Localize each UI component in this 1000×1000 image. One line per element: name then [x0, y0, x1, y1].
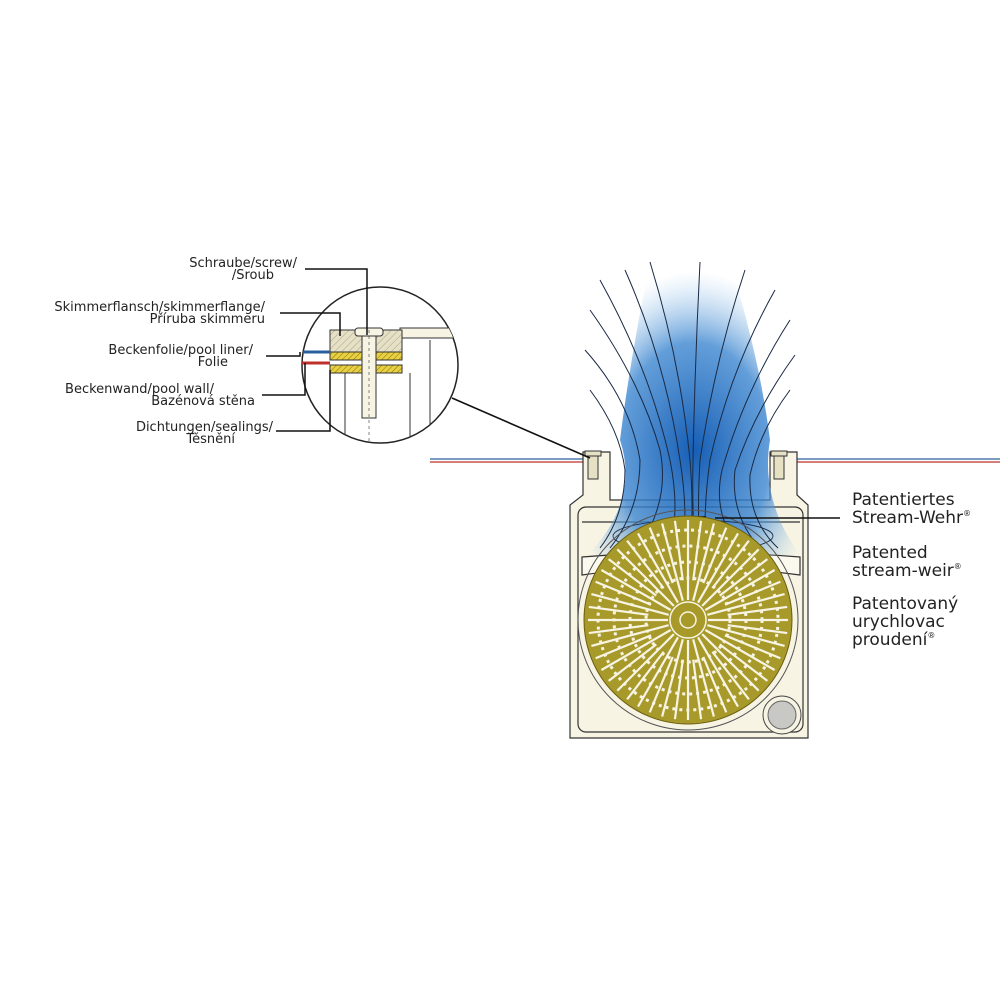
basket-rib	[600, 629, 672, 671]
basket-rib	[711, 539, 750, 589]
basket-rib	[724, 580, 781, 606]
svg-text:Stream-Wehr®: Stream-Wehr®	[852, 508, 971, 528]
basket-rib	[704, 629, 776, 671]
basket-rib	[727, 624, 788, 635]
basket-rib	[607, 643, 657, 682]
label-wall: Beckenwand/pool wall/ Bazénová stěna	[65, 382, 255, 409]
weir-label-cz: Patentovaný urychlovac proudení®	[852, 594, 958, 650]
basket-rib	[692, 523, 715, 601]
basket-rib	[673, 520, 684, 581]
basket-rib	[707, 593, 785, 616]
label-wall-line1: Beckenwand/pool wall/	[65, 382, 215, 397]
leader-lines	[262, 268, 840, 519]
label-sealings: Dichtungen/sealings/ Těsnění	[136, 420, 274, 447]
basket-rib	[661, 523, 684, 601]
label-liner-line1: Beckenfolie/pool liner/	[108, 343, 253, 358]
weir-label-de-line2: Stream-Wehr	[852, 508, 963, 528]
flange-screw-right	[770, 450, 788, 480]
basket-rib	[637, 636, 679, 708]
basket-rib	[701, 633, 760, 692]
weir-label-cz-line1: Patentovaný	[852, 594, 958, 614]
svg-text:stream-weir®: stream-weir®	[852, 561, 962, 581]
basket-rib	[607, 558, 657, 597]
weir-label-en-line1: Patented	[852, 543, 928, 563]
label-screw: Schraube/screw/ /Sroub	[189, 256, 297, 283]
basket-rib	[697, 636, 739, 708]
basket-rib	[692, 639, 715, 717]
label-wall-line2: Bazénová stěna	[151, 394, 255, 409]
weir-label-cz-line3: proudení	[852, 630, 929, 650]
basket-rib	[701, 548, 760, 607]
registered-mark: ®	[927, 631, 935, 640]
pool-wall-left	[430, 458, 585, 463]
basket-rib	[704, 569, 776, 611]
weir-label-en-line2: stream-weir	[852, 561, 954, 581]
basket-rib	[637, 532, 679, 604]
basket-rib	[588, 624, 649, 635]
basket-rib	[727, 605, 788, 616]
label-liner-line2: Folie	[198, 355, 228, 370]
detail-magnifier	[301, 286, 591, 459]
basket-rib	[707, 624, 785, 647]
registered-mark: ®	[963, 509, 971, 518]
outlet-port	[762, 695, 802, 735]
label-liner: Beckenfolie/pool liner/ Folie	[108, 343, 253, 370]
registered-mark: ®	[954, 562, 962, 571]
label-flange: Skimmerflansch/skimmerflange/ Příruba sk…	[54, 300, 265, 327]
basket-rib	[702, 527, 728, 584]
basket-rib	[591, 593, 669, 616]
label-sealings-line1: Dichtungen/sealings/	[136, 420, 274, 435]
basket-rib	[673, 659, 684, 720]
basket-rib	[616, 548, 675, 607]
basket-rib	[616, 633, 675, 692]
label-flange-line1: Skimmerflansch/skimmerflange/	[54, 300, 265, 315]
label-flange-line2: Příruba skimmeru	[150, 312, 265, 327]
basket-rib	[600, 569, 672, 611]
basket-rib	[661, 639, 684, 717]
basket-rib	[692, 659, 703, 720]
weir-label-en: Patented stream-weir®	[852, 543, 962, 581]
pool-wall-right	[790, 458, 1000, 463]
weir-label-cz-line2: urychlovac	[852, 612, 945, 632]
label-screw-line2: /Sroub	[232, 268, 274, 283]
basket-rib	[711, 651, 750, 701]
basket-rib	[626, 651, 665, 701]
svg-text:proudení®: proudení®	[852, 630, 935, 650]
weir-label-de-line1: Patentiertes	[852, 490, 955, 510]
flange-screw-left	[584, 450, 602, 480]
basket-rib	[591, 624, 669, 647]
weir-label-de: Patentiertes Stream-Wehr®	[852, 490, 971, 528]
basket-rib	[697, 532, 739, 604]
label-screw-line1: Schraube/screw/	[189, 256, 297, 271]
basket-rib	[648, 527, 674, 584]
skimmer-basket	[577, 509, 799, 731]
label-sealings-line2: Těsnění	[185, 432, 235, 447]
